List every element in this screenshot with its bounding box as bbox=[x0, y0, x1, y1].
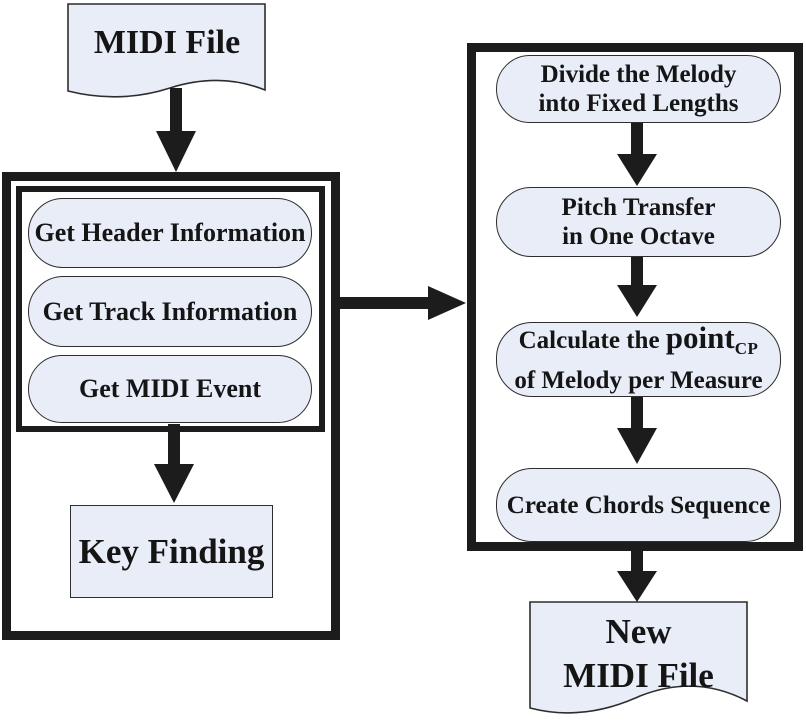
node-new-midi-file-line2: MIDI File bbox=[563, 656, 714, 695]
node-divide-melody-line2: into Fixed Lengths bbox=[538, 90, 739, 117]
node-new-midi-file-line1: New bbox=[605, 612, 672, 651]
node-get-header-information: Get Header Information bbox=[28, 198, 312, 268]
node-calculate-pointcp-subscript: CP bbox=[734, 339, 759, 358]
node-get-header-information-label: Get Header Information bbox=[34, 218, 306, 247]
arrow-chords-to-newmidi bbox=[617, 542, 657, 602]
midi-parsing-stage-box bbox=[2, 172, 340, 640]
node-calculate-pointcp-line2: of Melody per Measure bbox=[514, 367, 763, 394]
node-pitch-transfer: Pitch Transfer in One Octave bbox=[496, 187, 781, 257]
node-divide-melody: Divide the Melody into Fixed Lengths bbox=[496, 55, 781, 123]
node-pitch-transfer-line2: in One Octave bbox=[562, 223, 715, 250]
node-create-chords-sequence-label: Create Chords Sequence bbox=[506, 491, 771, 519]
node-get-track-information-label: Get Track Information bbox=[42, 296, 298, 326]
node-midi-file: MIDI File bbox=[68, 24, 266, 62]
node-divide-melody-line1: Divide the Melody bbox=[540, 61, 737, 88]
node-calculate-pointcp-prefix: Calculate the bbox=[518, 327, 666, 354]
node-get-midi-event-label: Get MIDI Event bbox=[79, 374, 261, 403]
node-calculate-pointcp: Calculate the pointCP of Melody per Meas… bbox=[496, 322, 781, 397]
node-get-midi-event: Get MIDI Event bbox=[28, 355, 312, 423]
node-key-finding-label: Key Finding bbox=[78, 531, 265, 571]
arrow-left-stage-to-right-stage bbox=[336, 286, 466, 320]
node-key-finding: Key Finding bbox=[70, 505, 273, 598]
node-pitch-transfer-line1: Pitch Transfer bbox=[561, 194, 716, 221]
node-calculate-pointcp-line1: Calculate the pointCP bbox=[519, 322, 759, 365]
node-get-track-information: Get Track Information bbox=[28, 276, 312, 347]
node-midi-file-label: MIDI File bbox=[93, 24, 241, 61]
node-new-midi-file: New MIDI File bbox=[530, 610, 747, 698]
node-calculate-pointcp-emphasis: point bbox=[665, 320, 735, 355]
node-create-chords-sequence: Create Chords Sequence bbox=[496, 468, 781, 542]
arrow-midifile-to-parse-box bbox=[156, 88, 196, 172]
